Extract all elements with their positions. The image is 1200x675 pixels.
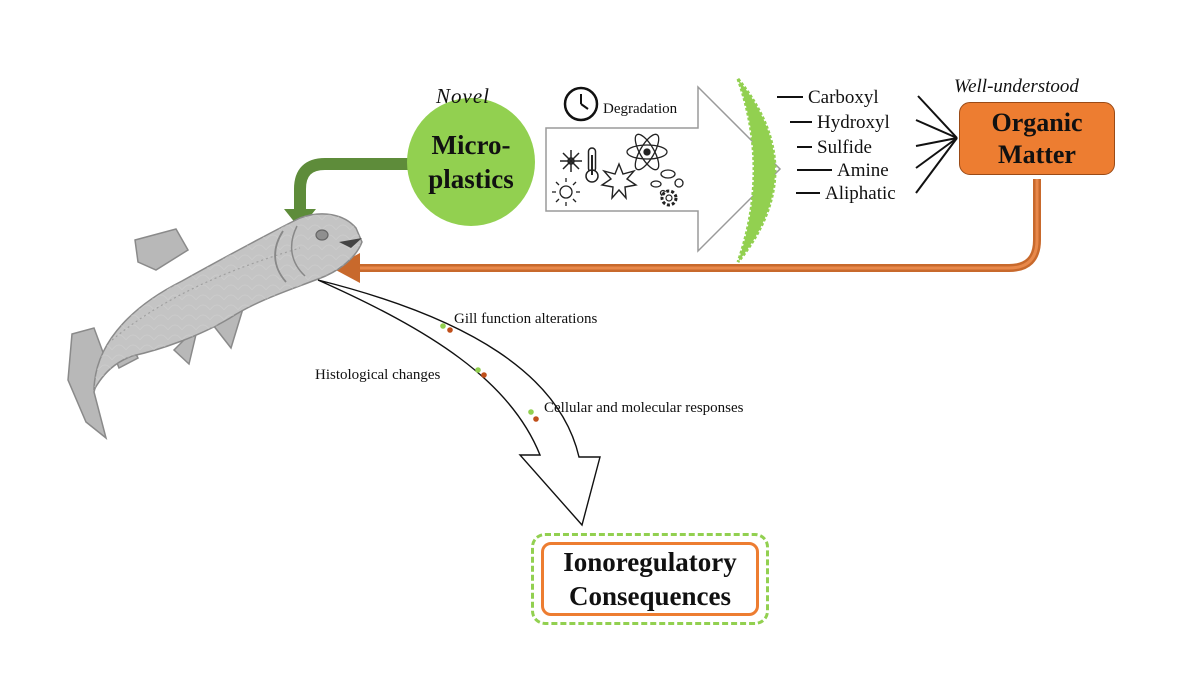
- degradation-label: Degradation: [603, 101, 678, 117]
- effect-bullets: [440, 323, 539, 422]
- effect-cellular-molecular: Cellular and molecular responses: [544, 400, 744, 416]
- effect-gill-function: Gill function alterations: [454, 311, 598, 327]
- functional-group-aliphatic: Aliphatic: [825, 183, 896, 204]
- functional-group-hydroxyl: Hydroxyl: [817, 112, 890, 133]
- snowflake-icon: [560, 150, 582, 172]
- organic-matter-line-2: Matter: [998, 139, 1076, 169]
- organic-to-fish-arrow: [332, 179, 1041, 283]
- gear-icon: [660, 189, 678, 207]
- novel-label: Novel: [436, 84, 490, 108]
- microplastics-title: Micro- plastics: [408, 128, 534, 196]
- functional-group-amine: Amine: [837, 160, 889, 181]
- degraded-surface-crescent: [736, 78, 777, 263]
- consequences-box: Ionoregulatory Consequences: [531, 533, 769, 625]
- effects-arrow: [317, 279, 601, 527]
- microplastics-node: [407, 98, 535, 226]
- thermometer-icon: [585, 147, 599, 183]
- clock-icon: [563, 86, 599, 122]
- organic-matter-line-1: Organic: [991, 107, 1083, 137]
- degradation-arrow: [545, 85, 782, 253]
- consequences-inner-box: Ionoregulatory Consequences: [541, 542, 759, 616]
- consequences-line-1: Ionoregulatory: [563, 547, 737, 577]
- microplastics-line-1: Micro-: [431, 130, 511, 160]
- atom-icon: [626, 133, 668, 171]
- functional-group-sulfide: Sulfide: [817, 137, 872, 158]
- functional-group-carboxyl: Carboxyl: [808, 87, 879, 108]
- microplastics-line-2: plastics: [428, 164, 514, 194]
- well-understood-label: Well-understood: [954, 76, 1079, 97]
- functional-group-dashes: [777, 96, 832, 194]
- effect-histological: Histological changes: [315, 367, 441, 383]
- fish-illustration: [67, 213, 363, 440]
- organic-matter-node: Organic Matter: [959, 102, 1115, 175]
- convergence-lines: [915, 95, 958, 194]
- starburst-icon: [600, 162, 638, 201]
- sun-icon: [552, 178, 580, 206]
- microbe-icon: [650, 169, 684, 197]
- consequences-line-2: Consequences: [568, 581, 731, 611]
